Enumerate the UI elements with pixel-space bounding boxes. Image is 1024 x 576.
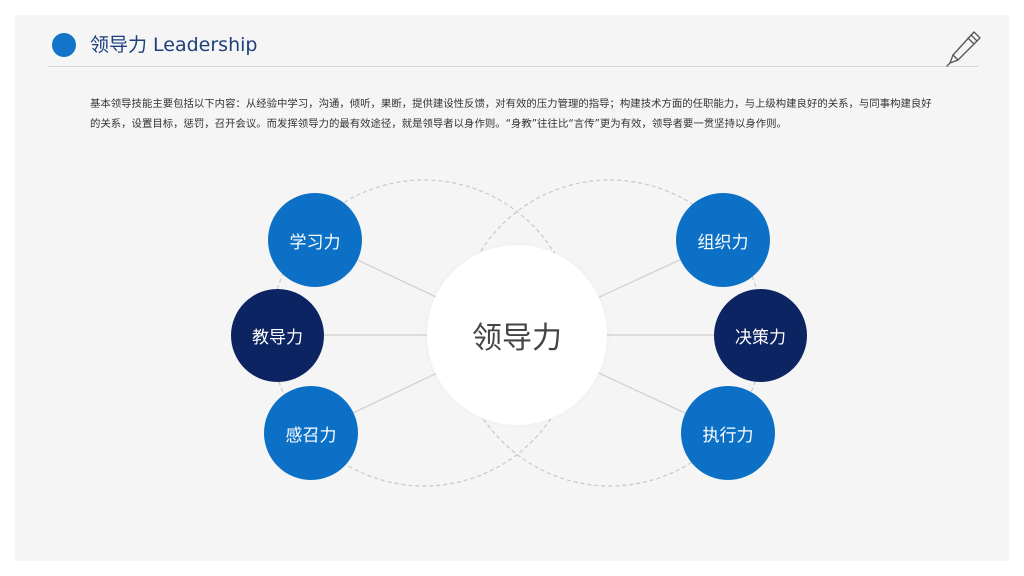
- title-divider: [48, 66, 978, 67]
- node-teaching: 教导力: [231, 289, 324, 382]
- page-title: 领导力 Leadership: [90, 34, 258, 56]
- circle-bullet-icon: [52, 33, 76, 57]
- intro-paragraph: 基本领导技能主要包括以下内容：从经验中学习，沟通，倾听，果断，提供建设性反馈，对…: [90, 98, 932, 130]
- node-deciding: 决策力: [714, 289, 807, 382]
- node-learning: 学习力: [268, 193, 362, 287]
- node-organizing: 组织力: [676, 193, 770, 287]
- center-node: 领导力: [427, 245, 607, 425]
- node-executing: 执行力: [681, 386, 775, 480]
- node-inspiring: 感召力: [264, 386, 358, 480]
- pen-icon: [946, 31, 981, 67]
